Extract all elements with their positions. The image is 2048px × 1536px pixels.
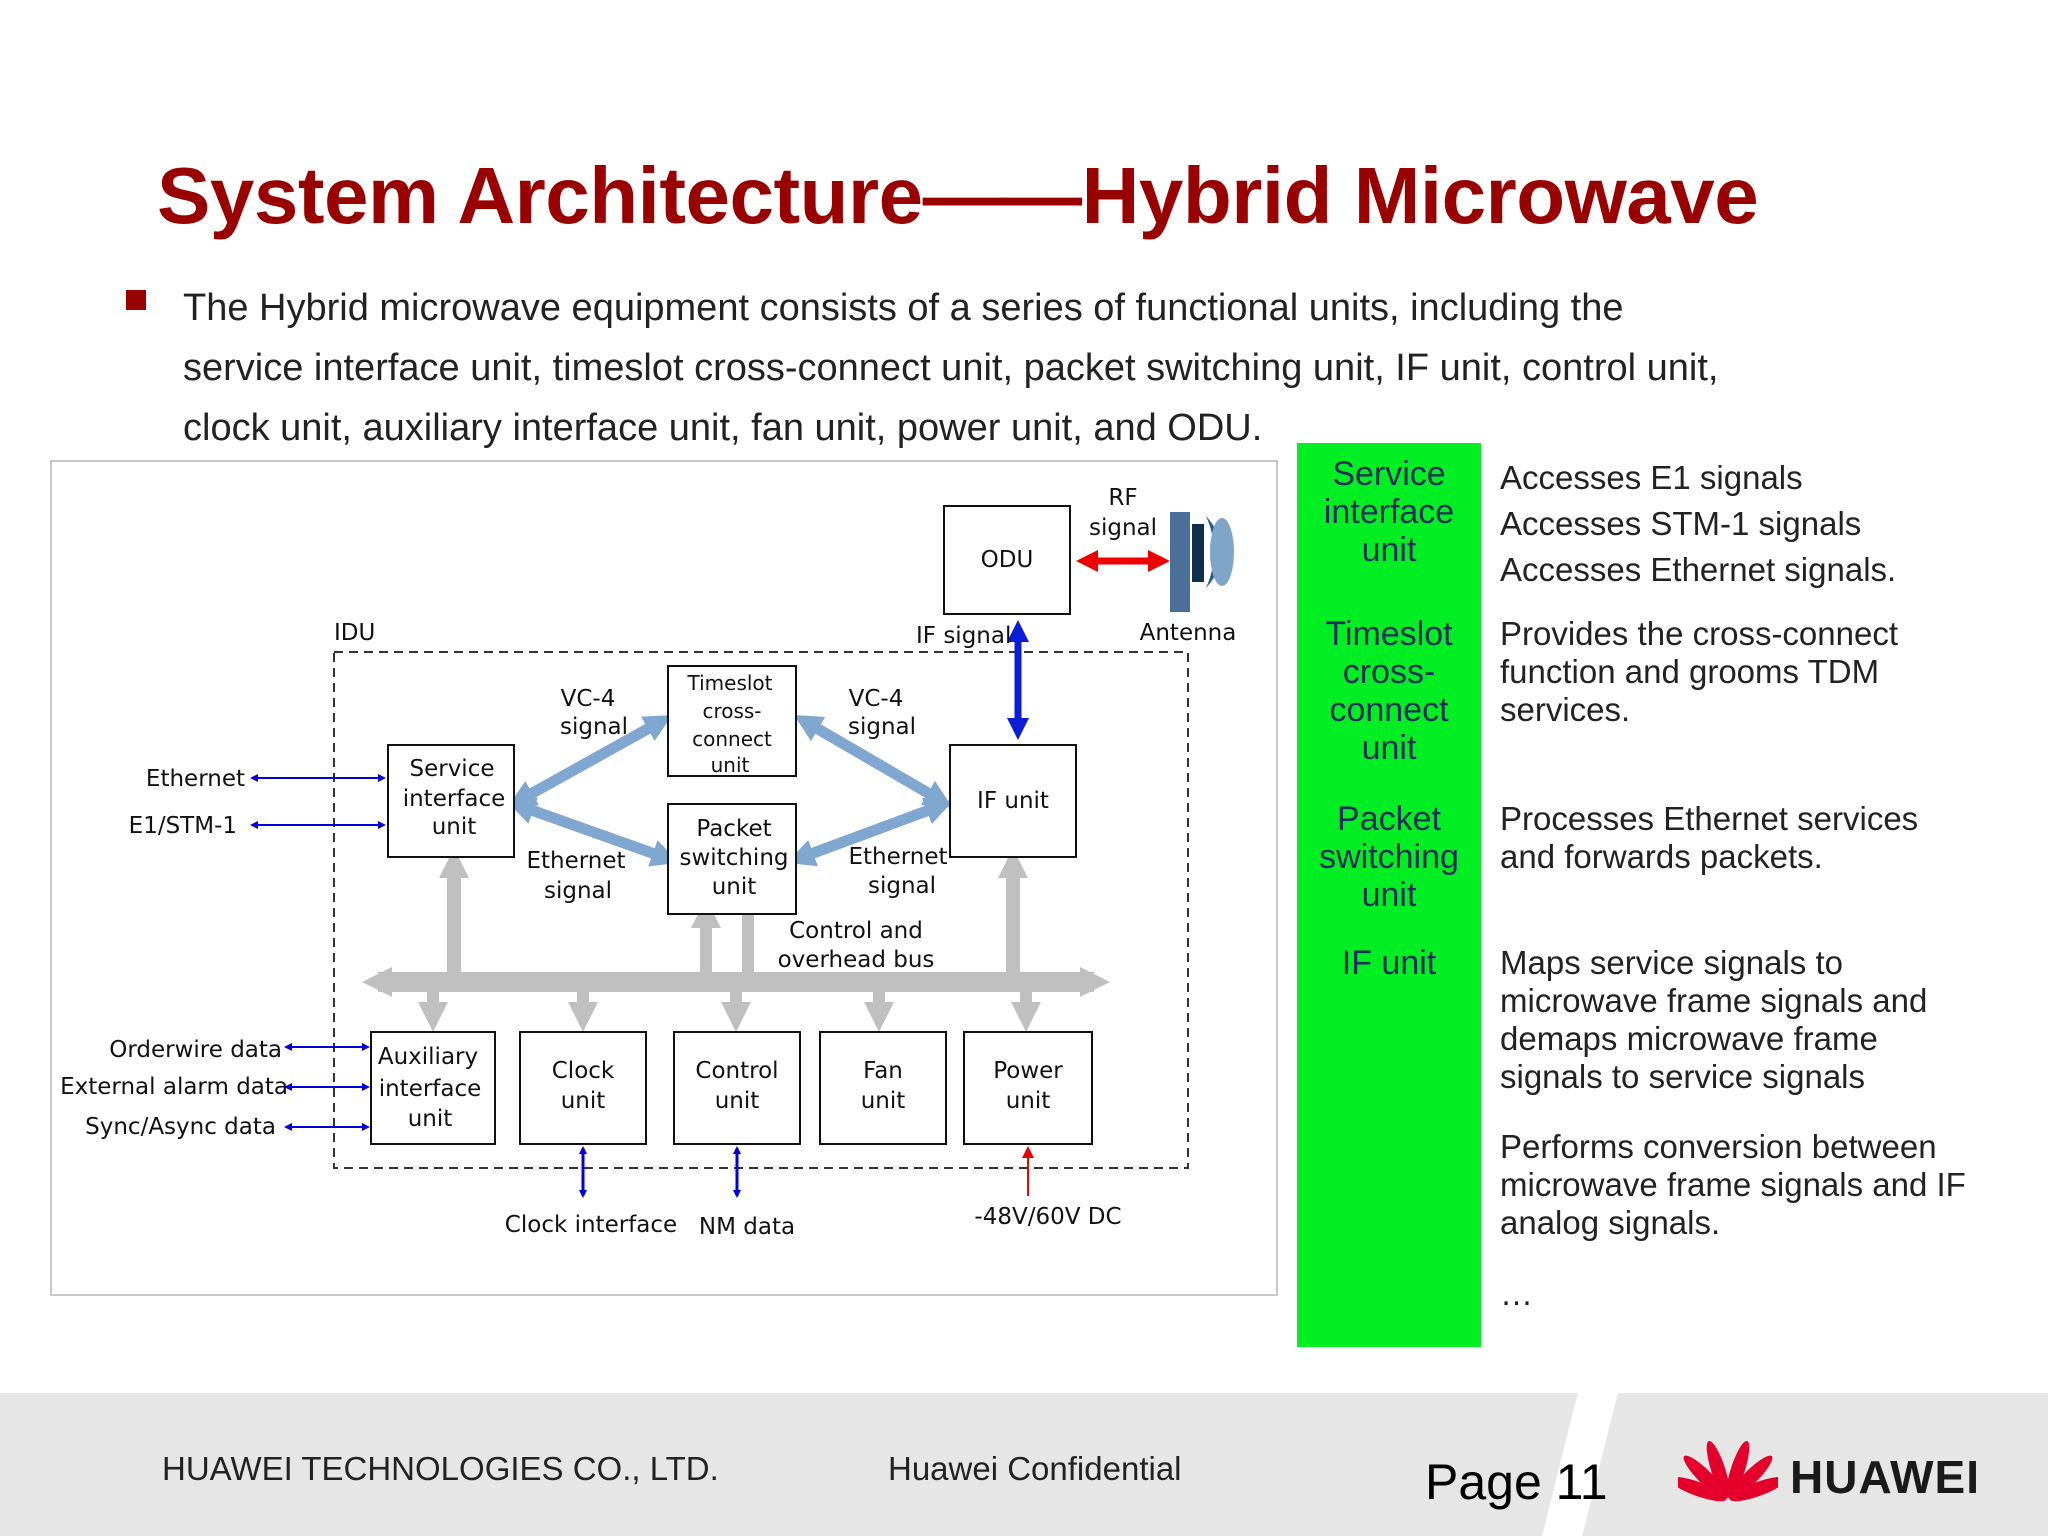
sync-async-label: Sync/Async data [85,1114,276,1140]
control-line1: Control [695,1058,778,1084]
vc4-right-arrow [793,714,953,808]
unit-name-column [1297,443,1481,1347]
fan-line1: Fan [863,1058,903,1084]
eth-left-line1: Ethernet [526,848,625,874]
control-box [673,1031,801,1145]
packet-line3: unit [712,874,757,900]
desc-timeslot: Provides the cross-connect function and … [1500,615,1899,728]
vc4-left-arrow [507,715,673,807]
packet-switching-box [667,803,797,915]
packet-line2: switching [680,845,789,871]
page-title: System Architecture——Hybrid Microwave [157,151,1759,240]
service-line2: interface [403,786,506,812]
vc4-right-line2: signal [848,714,916,740]
ethernet-left-arrow [506,797,680,867]
control-line2: unit [715,1088,760,1114]
ethernet-right-arrow [786,797,954,867]
eth-right-line2: signal [868,873,936,899]
desc-service: Accesses E1 signals Accesses STM-1 signa… [1500,459,1897,588]
odu-box [943,505,1071,615]
if-signal-label: IF signal [916,623,1011,649]
vc4-right-line1: VC-4 [849,686,904,712]
ethernet-io-label: Ethernet [146,766,245,792]
fan-line2: unit [861,1088,906,1114]
timeslot-line4: unit [711,753,750,777]
huawei-logo-icon [1669,1430,1787,1510]
fan-box [819,1031,947,1145]
nm-data-label: NM data [699,1214,795,1240]
unit-name-packet: Packet switching unit [1319,800,1459,914]
power-box [963,1031,1093,1145]
if-unit-box [949,744,1077,858]
huawei-brand: HUAWEI [1790,1451,1980,1503]
bullet-text: The Hybrid microwave equipment consists … [183,287,1719,449]
aux-line2: interface [379,1076,482,1102]
eth-right-line1: Ethernet [848,844,947,870]
timeslot-line3: connect [692,727,772,751]
if-unit-label: IF unit [977,788,1049,814]
power-line2: unit [1006,1088,1051,1114]
diagram-frame [50,460,1278,1296]
service-line3: unit [432,814,477,840]
desc-if: Maps service signals to microwave frame … [1500,944,1928,1095]
e1-io-label: E1/STM-1 [129,813,237,839]
timeslot-box [667,665,797,777]
idu-label: IDU [334,620,375,646]
vc4-left-line2: signal [560,714,628,740]
timeslot-line1: Timeslot [687,671,773,695]
footer-company: HUAWEI TECHNOLOGIES CO., LTD. [162,1450,719,1487]
unit-name-service: Service interface unit [1323,455,1455,569]
antenna-icon [1170,512,1234,612]
antenna-label: Antenna [1140,620,1237,646]
power-line1: Power [993,1058,1063,1084]
footer [0,1393,2048,1536]
service-line1: Service [409,756,494,782]
external-alarm-label: External alarm data [60,1074,288,1100]
control-bus-line2: overhead bus [778,947,935,973]
orderwire-label: Orderwire data [109,1037,282,1063]
control-bus-line1: Control and [789,918,923,944]
clock-box [519,1031,647,1145]
odu-label: ODU [981,547,1034,573]
clock-line2: unit [561,1088,606,1114]
auxiliary-box [370,1031,496,1145]
bullet-square [126,290,146,310]
unit-name-if: IF unit [1341,944,1437,982]
clock-line1: Clock [552,1058,615,1084]
rf-signal-line1: RF [1108,485,1137,511]
clock-interface-label: Clock interface [505,1212,677,1238]
service-interface-box [387,744,515,858]
packet-line1: Packet [696,816,771,842]
aux-line3: unit [408,1106,453,1132]
desc-ellipsis: … [1500,1275,1533,1312]
rf-signal-line2: signal [1089,515,1157,541]
aux-line1: Auxiliary [378,1044,478,1070]
idu-boundary [333,651,1189,1169]
desc-packet: Processes Ethernet services and forwards… [1500,800,1919,875]
footer-confidential: Huawei Confidential [888,1450,1182,1487]
architecture-diagram: ODU RF signal Antenna IDU IF signal VC-4… [60,485,1237,1240]
page-number: Page 11 [1425,1454,1608,1510]
desc-conversion: Performs conversion between microwave fr… [1500,1128,1966,1241]
dc-label: -48V/60V DC [974,1204,1121,1230]
eth-left-line2: signal [544,878,612,904]
timeslot-line2: cross- [702,699,761,723]
vc4-left-line1: VC-4 [561,686,616,712]
unit-name-timeslot: Timeslot cross- connect unit [1325,615,1453,767]
